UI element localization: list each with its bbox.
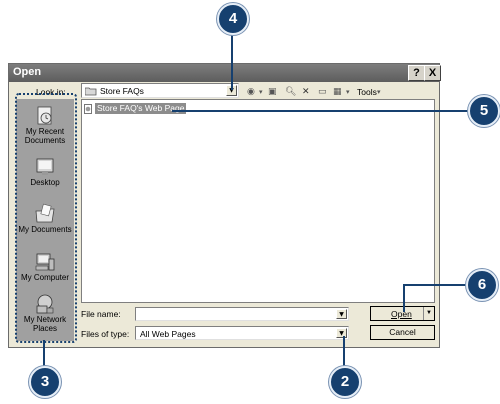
search-web-icon[interactable]: 🔍︎: [285, 87, 297, 97]
my-computer-icon: [35, 253, 55, 271]
place-network[interactable]: My Network Places: [16, 293, 74, 333]
place-label: My Recent Documents: [24, 127, 66, 145]
filetype-value: All Web Pages: [140, 329, 196, 339]
file-list[interactable]: Store FAQ's Web Page: [81, 99, 435, 303]
callout-4: 4: [217, 3, 249, 35]
places-highlight: [15, 93, 77, 343]
lookin-label: Look in:: [36, 87, 66, 97]
desktop-icon: [36, 158, 54, 175]
my-documents-icon: [35, 203, 55, 223]
network-places-icon: [36, 294, 54, 314]
cancel-button-label: Cancel: [389, 327, 416, 337]
close-button[interactable]: X: [424, 65, 441, 81]
filetype-label: Files of type:: [81, 329, 130, 339]
callout-3: 3: [29, 366, 61, 398]
cancel-button[interactable]: Cancel: [370, 325, 435, 340]
place-desktop[interactable]: Desktop: [16, 156, 74, 187]
lookin-value: Store FAQs: [100, 86, 144, 96]
new-folder-icon[interactable]: ▭: [318, 87, 327, 97]
callout-6: 6: [466, 269, 498, 301]
dialog-title: Open: [13, 66, 42, 78]
back-icon[interactable]: ◉: [247, 87, 255, 97]
place-my-documents[interactable]: My Documents: [16, 203, 74, 234]
open-dropdown-icon[interactable]: ▼: [423, 307, 434, 320]
chevron-down-icon[interactable]: ▼: [336, 328, 347, 338]
place-label: My Network Places: [23, 315, 67, 333]
web-page-icon: [84, 103, 92, 114]
delete-icon[interactable]: ✕: [302, 87, 310, 97]
open-button[interactable]: Open ▼: [370, 306, 435, 321]
places-bar: My Recent Documents Desktop My Documents: [16, 99, 74, 341]
place-label: My Computer: [20, 273, 69, 282]
title-bar: Open ? X: [9, 64, 441, 82]
callout-2: 2: [329, 366, 361, 398]
lookin-select[interactable]: Store FAQs ▼: [81, 83, 239, 98]
open-button-label: Open: [391, 309, 412, 319]
up-folder-icon[interactable]: ▣: [268, 87, 277, 97]
place-recent[interactable]: My Recent Documents: [16, 105, 74, 145]
callout-5: 5: [468, 95, 500, 127]
file-name: Store FAQ's Web Page: [95, 103, 187, 114]
tools-dropdown-icon[interactable]: ▾: [377, 88, 381, 96]
chevron-down-icon[interactable]: ▼: [336, 309, 347, 319]
filename-input[interactable]: ▼: [135, 307, 349, 321]
list-item[interactable]: Store FAQ's Web Page: [84, 103, 187, 114]
place-my-computer[interactable]: My Computer: [16, 251, 74, 282]
filetype-select[interactable]: All Web Pages ▼: [135, 326, 349, 340]
place-label: Desktop: [30, 178, 60, 187]
recent-documents-icon: [37, 106, 52, 125]
views-icon[interactable]: ▦: [333, 87, 342, 97]
back-dropdown-icon[interactable]: ▾: [259, 88, 263, 96]
views-dropdown-icon[interactable]: ▾: [346, 88, 350, 96]
tools-menu[interactable]: Tools: [357, 87, 377, 97]
place-label: My Documents: [18, 225, 72, 234]
open-dialog: Open ? X Look in: Store FAQs ▼ ◉ ▾ ▣ 🔍︎ …: [8, 63, 441, 348]
help-button[interactable]: ?: [408, 65, 425, 81]
folder-icon: [85, 87, 97, 96]
filename-label: File name:: [81, 309, 121, 319]
